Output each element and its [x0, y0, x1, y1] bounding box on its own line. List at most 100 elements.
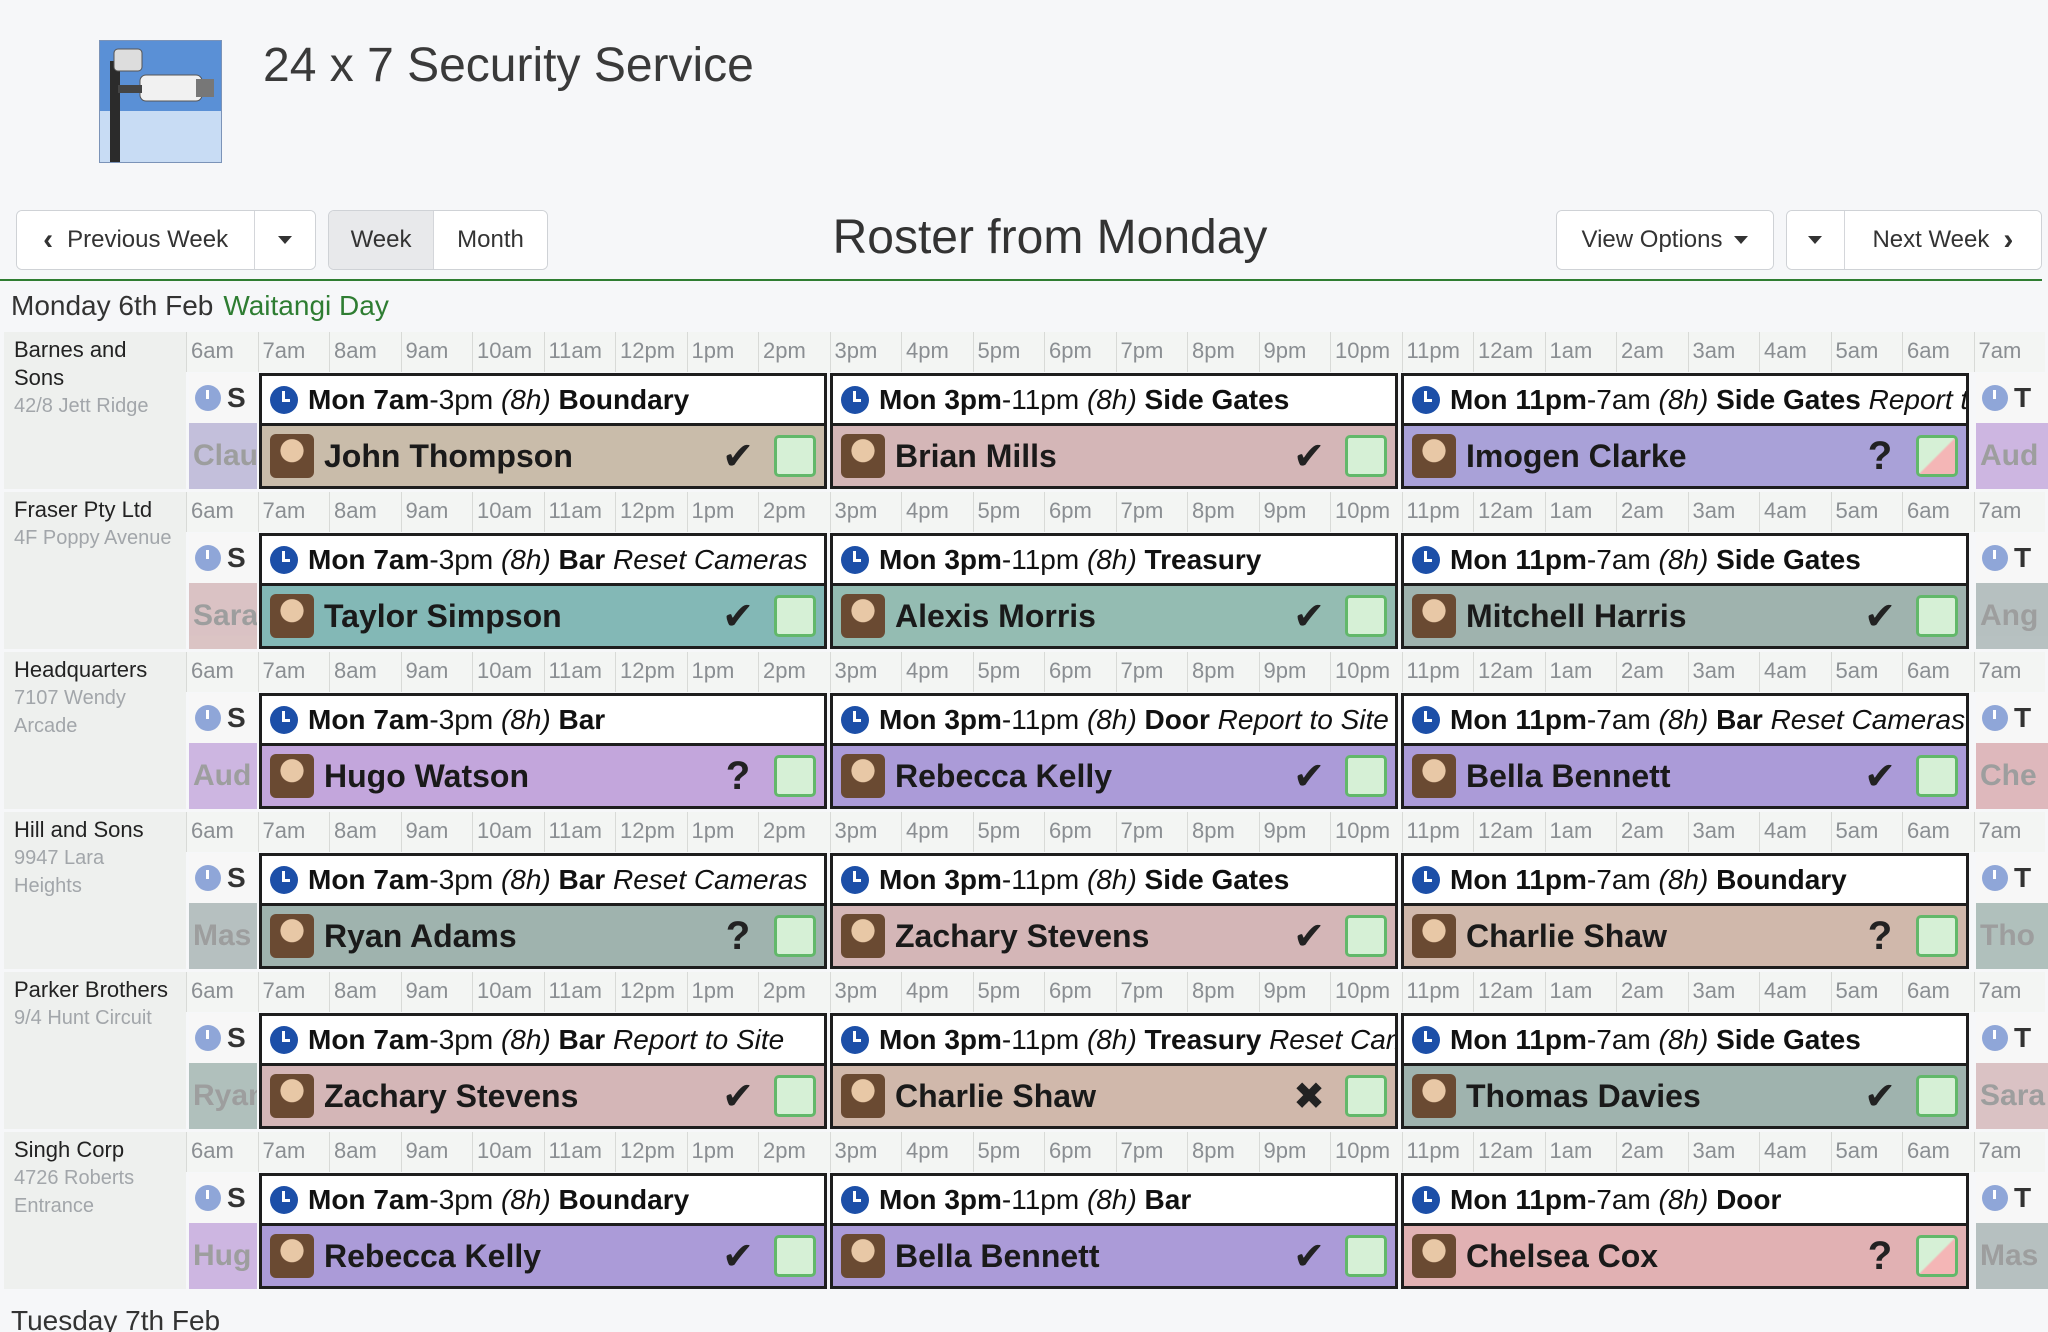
confirm-checkbox[interactable]	[774, 595, 816, 637]
confirm-checkbox[interactable]	[1345, 915, 1387, 957]
shift-card[interactable]: Mon 3pm-11pm (8h) Side Gates Brian Mills…	[830, 373, 1398, 489]
person-name: Brian Mills	[895, 437, 1057, 474]
confirm-checkbox[interactable]	[1916, 1235, 1958, 1277]
shift-day: Mon	[1450, 863, 1508, 895]
shift-header: Mon 11pm-7am (8h) Bar Reset Cameras	[1401, 693, 1969, 743]
shift-hours: (8h)	[500, 1023, 551, 1055]
clock-icon	[841, 865, 869, 894]
clock-icon	[270, 865, 298, 894]
shift-card[interactable]: Mon 11pm-7am (8h) Boundary Charlie Shaw?	[1401, 853, 1969, 969]
confirm-checkbox[interactable]	[774, 755, 816, 797]
timeline-tick: 4am	[1759, 492, 1831, 532]
timeline-tick: 7am	[1973, 812, 2045, 852]
shift-card[interactable]: Mon 3pm-11pm (8h) Treasury Alexis Morris…	[830, 533, 1398, 649]
shift-day: Mon	[308, 703, 366, 735]
view-options-button[interactable]: View Options	[1557, 211, 1773, 269]
confirm-checkbox[interactable]	[1345, 1235, 1387, 1277]
person-name: Zachary Stevens	[895, 917, 1150, 954]
shift-card[interactable]: Mon 7am-3pm (8h) Boundary John Thompson✔	[259, 373, 827, 489]
confirm-checkbox[interactable]	[1345, 1075, 1387, 1117]
shift-card[interactable]: Mon 3pm-11pm (8h) Side Gates Zachary Ste…	[830, 853, 1398, 969]
shift-card[interactable]: Mon 11pm-7am (8h) Side Gates Mitchell Ha…	[1401, 533, 1969, 649]
week-button[interactable]: Week	[329, 211, 435, 269]
confirm-checkbox[interactable]	[774, 915, 816, 957]
month-button[interactable]: Month	[434, 211, 547, 269]
confirm-checkbox[interactable]	[1916, 915, 1958, 957]
timeline-tick: 6am	[1902, 812, 1974, 852]
timeline-tick: 6am	[186, 332, 258, 372]
shift-label: S	[227, 382, 246, 413]
timeline-tick: 3pm	[829, 972, 901, 1012]
next-week-dropdown[interactable]	[1787, 211, 1845, 269]
shift-card[interactable]: Mon 11pm-7am (8h) Side Gates Report to S…	[1401, 373, 1969, 489]
confirm-checkbox[interactable]	[1916, 595, 1958, 637]
timeline-tick: 12pm	[615, 652, 687, 692]
confirm-checkbox[interactable]	[1916, 435, 1958, 477]
shift-day: Mon	[1450, 1023, 1508, 1055]
timeline-tick: 7pm	[1115, 332, 1187, 372]
shift-card[interactable]: Mon 7am-3pm (8h) Bar Hugo Watson?	[259, 693, 827, 809]
next-week-button[interactable]: Next Week ›	[1844, 211, 2041, 269]
confirm-checkbox[interactable]	[1345, 755, 1387, 797]
timeline-tick: 5am	[1830, 1132, 1902, 1172]
shift-card[interactable]: Mon 3pm-11pm (8h) Treasury Reset Cameras…	[830, 1013, 1398, 1129]
shift-assignee: Charlie Shaw✖	[830, 1063, 1398, 1129]
timeline-tick: 5am	[1830, 492, 1902, 532]
confirm-checkbox[interactable]	[774, 1235, 816, 1277]
previous-week-dropdown[interactable]	[255, 211, 315, 269]
chevron-left-icon: ‹	[43, 223, 54, 256]
shift-assignee: Taylor Simpson✔	[259, 583, 827, 649]
avatar	[841, 754, 885, 798]
confirm-checkbox[interactable]	[774, 435, 816, 477]
previous-day-shift[interactable]: SRyan	[189, 1013, 257, 1129]
timeline-tick: 2am	[1616, 812, 1688, 852]
person-name: Mas	[193, 919, 252, 952]
shift-hours: (8h)	[1086, 383, 1137, 415]
shift-card[interactable]: Mon 11pm-7am (8h) Side Gates Thomas Davi…	[1401, 1013, 1969, 1129]
timeline-tick: 11pm	[1401, 1132, 1473, 1172]
shift-card[interactable]: Mon 11pm-7am (8h) Door Chelsea Cox?	[1401, 1173, 1969, 1289]
clock-icon	[1982, 385, 2008, 411]
timeline-tick: 6am	[186, 1132, 258, 1172]
timeline-tick: 11pm	[1401, 492, 1473, 532]
previous-week-button[interactable]: ‹ Previous Week	[17, 211, 256, 269]
confirm-checkbox[interactable]	[1345, 595, 1387, 637]
site-name: Singh Corp	[14, 1137, 125, 1162]
confirm-checkbox[interactable]	[1345, 435, 1387, 477]
shift-area: Side Gates	[1144, 863, 1290, 895]
timeline-tick: 3am	[1687, 812, 1759, 852]
shift-note: Report to Site	[1868, 383, 1969, 415]
shift-card[interactable]: Mon 3pm-11pm (8h) Bar Bella Bennett✔	[830, 1173, 1398, 1289]
shift-start: 7am	[373, 863, 430, 895]
confirm-checkbox[interactable]	[774, 1075, 816, 1117]
timeline-tick: 3pm	[829, 332, 901, 372]
toolbar-divider	[0, 279, 2042, 281]
confirm-checkbox[interactable]	[1916, 1075, 1958, 1117]
timeline-tick: 2am	[1616, 332, 1688, 372]
shift-note: Report to Site	[1217, 703, 1389, 735]
timeline-tick: 4am	[1759, 972, 1831, 1012]
shift-card[interactable]: Mon 7am-3pm (8h) Boundary Rebecca Kelly✔	[259, 1173, 827, 1289]
confirm-checkbox[interactable]	[1916, 755, 1958, 797]
shift-assignee: Brian Mills✔	[830, 423, 1398, 489]
holiday-label: Waitangi Day	[223, 290, 389, 321]
